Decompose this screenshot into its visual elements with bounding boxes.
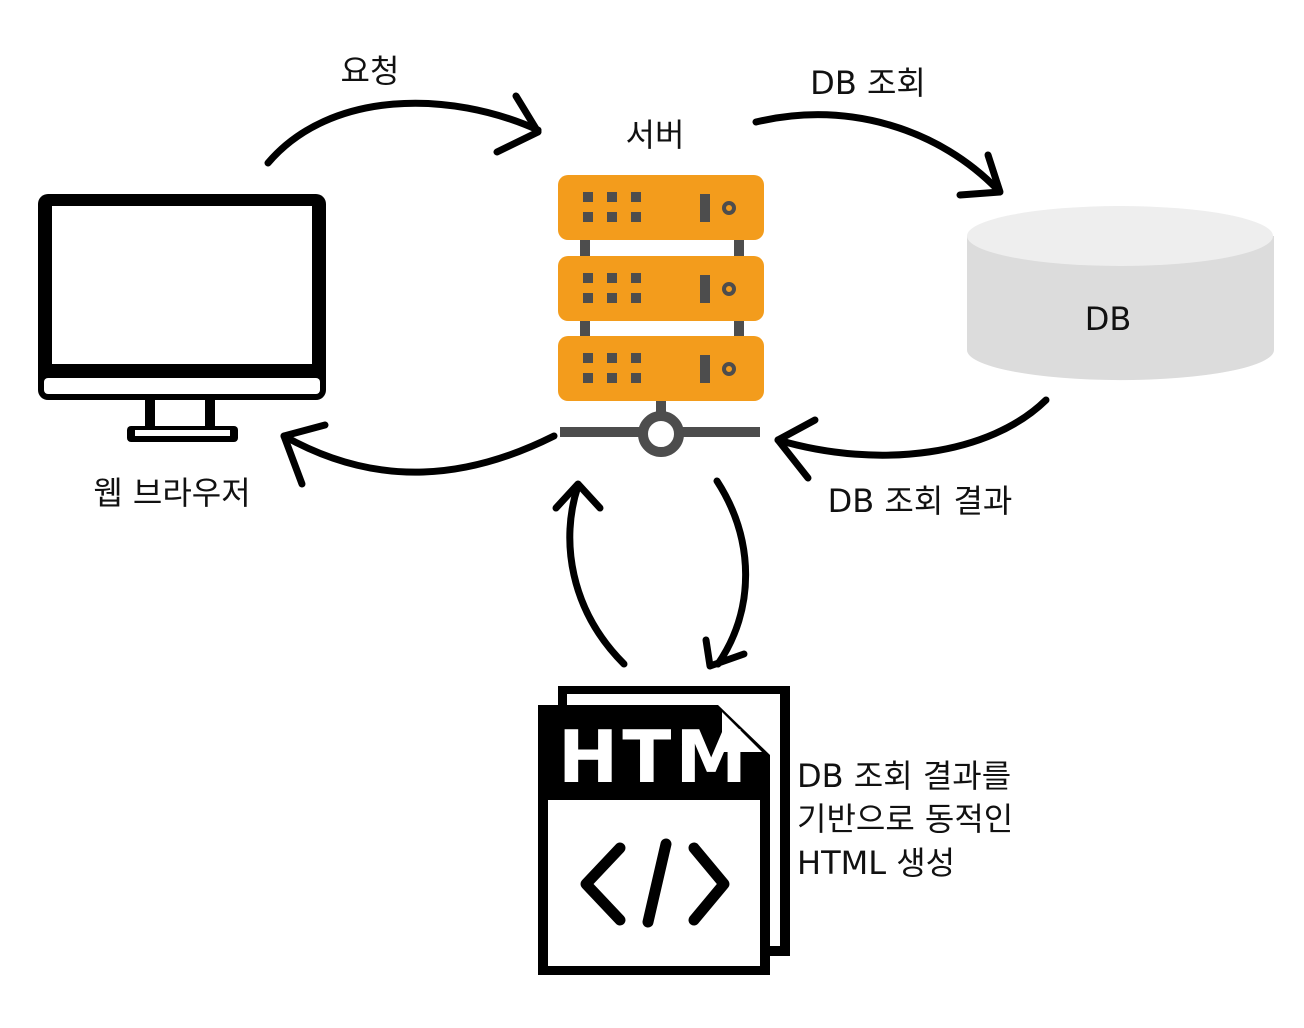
arrow-db-result [774, 396, 1050, 482]
html-file-icon: HTM [538, 686, 790, 975]
server-unit [558, 175, 764, 240]
arrow-request [264, 92, 542, 167]
server-label: 서버 [626, 116, 685, 154]
browser-label: 웹 브라우저 [93, 474, 250, 512]
server-unit [558, 336, 764, 401]
server-unit [558, 256, 764, 321]
htm-text: HTM [558, 715, 751, 799]
server-icon [558, 175, 764, 457]
database-icon: DB [967, 206, 1274, 381]
db-result-label: DB 조회 결과 [828, 482, 1013, 520]
arrow-response [280, 421, 558, 488]
arrow-server-to-html [702, 477, 750, 670]
db-query-label: DB 조회 [810, 64, 926, 102]
monitor-icon [38, 194, 326, 442]
arrow-db-query [752, 111, 1004, 199]
code-icon [580, 838, 730, 928]
html-gen-line-1: DB 조회 결과를 [797, 757, 1011, 795]
html-gen-line-3: HTML 생성 [797, 844, 955, 882]
request-label: 요청 [341, 52, 400, 90]
arrow-html-to-server [552, 480, 628, 668]
html-gen-line-2: 기반으로 동적인 [797, 800, 1013, 838]
db-label: DB [1085, 300, 1132, 338]
